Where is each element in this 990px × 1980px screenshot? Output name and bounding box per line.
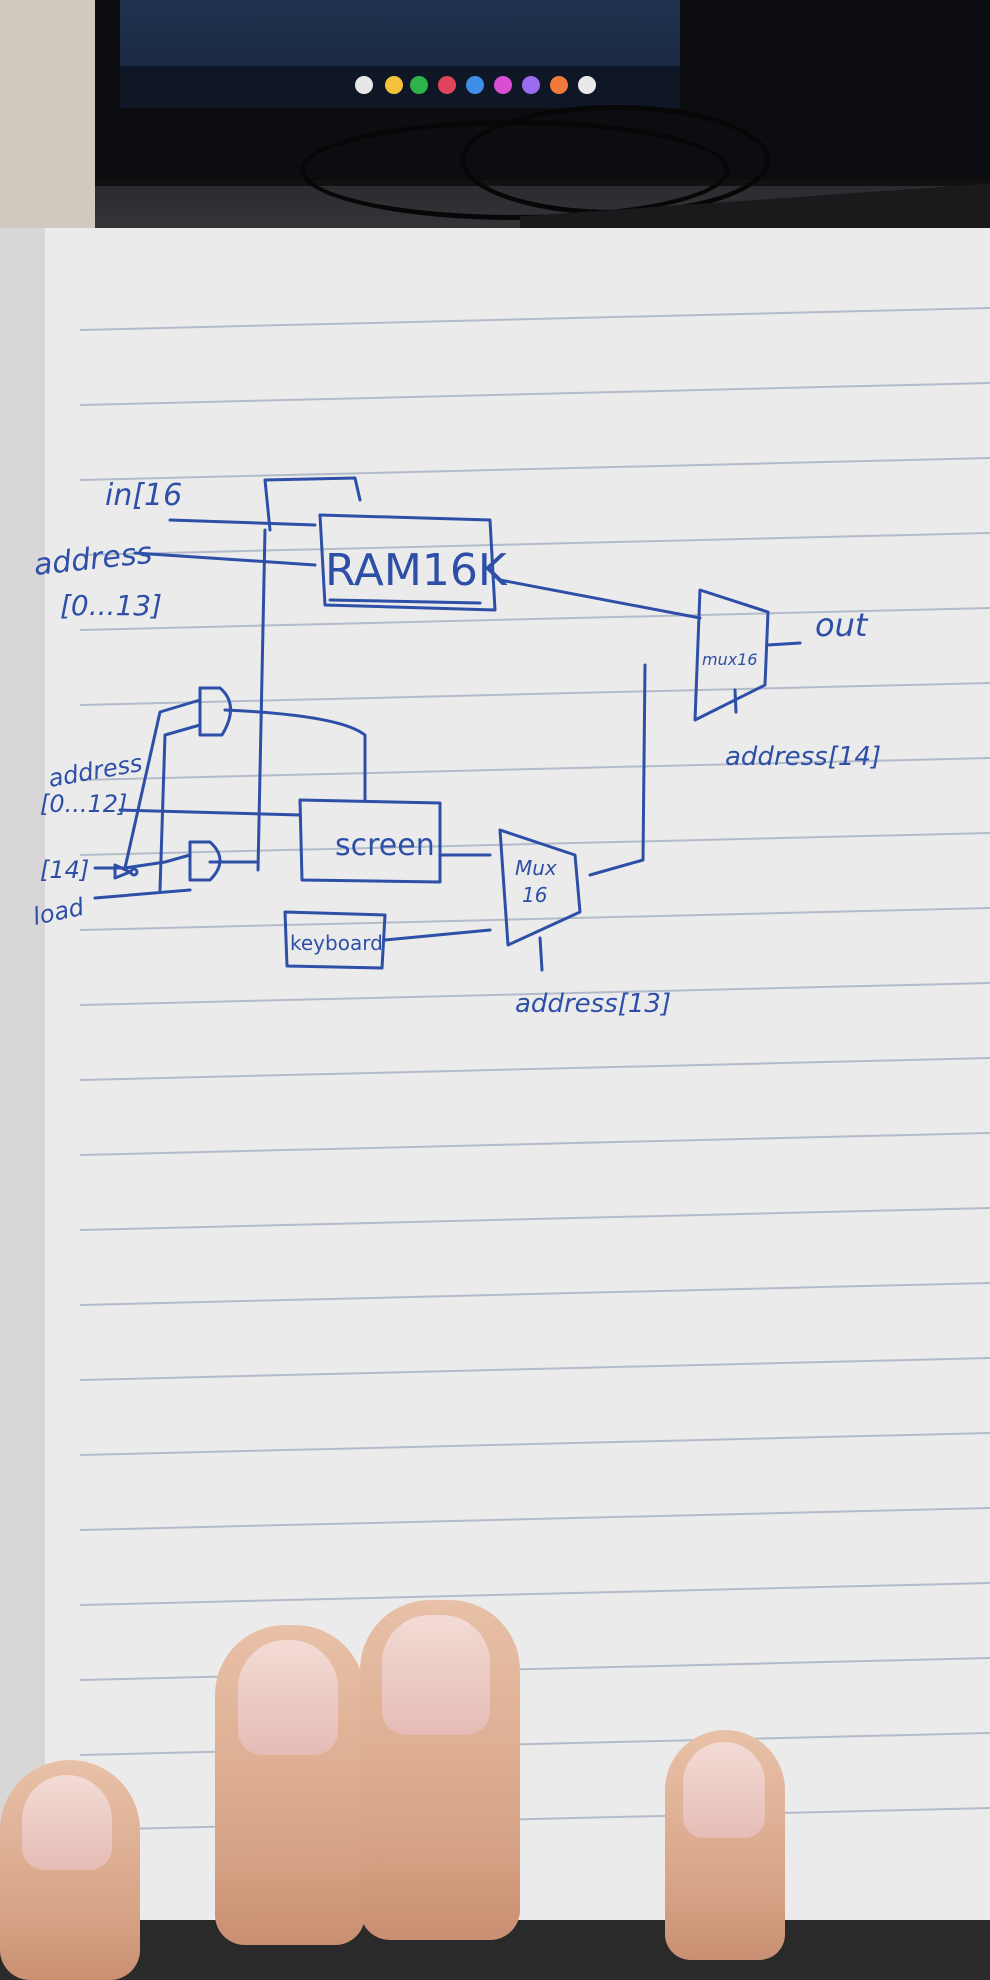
label-address-13: address[13] — [515, 989, 671, 1019]
fingernail — [683, 1742, 765, 1838]
label-ram16k: RAM16K — [325, 545, 508, 596]
wire-ram-load-vertical — [256, 528, 267, 872]
mux16-top-block — [693, 588, 770, 722]
taskbar-app-icon — [522, 76, 540, 94]
label-out: out — [815, 606, 869, 644]
wall — [0, 0, 95, 260]
label-address-14: address[14] — [725, 742, 881, 772]
wire-address-left — [118, 808, 302, 817]
screen-block — [298, 798, 442, 884]
taskbar-app-icon — [578, 76, 596, 94]
wire-and-top-in2 — [158, 723, 202, 892]
wire-keyboard-out — [383, 928, 492, 942]
notebook-spine — [0, 228, 45, 1920]
keyboard-block — [283, 910, 387, 970]
wire-load — [93, 888, 192, 900]
ruled-lines — [79, 307, 990, 1831]
fingernail — [238, 1640, 338, 1755]
wire-address-top — [133, 551, 317, 567]
not-gate — [113, 863, 132, 880]
label-mux-right: mux16 — [702, 650, 758, 669]
not-bubble — [129, 867, 139, 877]
wire-ram-load — [263, 476, 362, 532]
wire-and-top-screen — [223, 708, 367, 802]
wire-mux-select — [733, 688, 738, 714]
taskbar-app-icon — [550, 76, 568, 94]
taskbar-app-icon — [385, 76, 403, 94]
fingernail — [382, 1615, 490, 1735]
label-in: in[16 — [105, 478, 182, 513]
taskbar-app-icon — [438, 76, 456, 94]
wire-mux-bottom-out — [588, 663, 647, 877]
label-mux-bottom: Mux — [515, 856, 557, 880]
label-load: load — [30, 893, 87, 931]
label-bit14: [14] — [40, 856, 89, 884]
wire-out — [766, 641, 802, 647]
label-screen: screen — [335, 828, 435, 863]
wire-mux-bottom-select — [538, 936, 544, 972]
taskbar-app-icon — [494, 76, 512, 94]
ram16k-block — [318, 513, 497, 612]
label-mux-bottom-width: 16 — [522, 883, 547, 907]
label-keyboard: keyboard — [290, 931, 383, 955]
wire-in — [168, 518, 317, 527]
label-address-top-range: [0...13] — [60, 589, 162, 622]
wire-bit14 — [93, 853, 192, 870]
fingernail — [22, 1775, 112, 1870]
taskbar-app-icon — [410, 76, 428, 94]
label-address-top: address — [32, 536, 154, 583]
mux16-bottom-block — [498, 828, 582, 947]
label-address-left: address — [46, 749, 144, 793]
wire-ram-out — [498, 578, 702, 620]
taskbar-app-icon — [355, 76, 373, 94]
taskbar-app-icon — [466, 76, 484, 94]
memory-diagram: in[16 address [0...13] RAM16K out addres… — [30, 476, 881, 1019]
wire-and-top-in — [123, 698, 202, 870]
label-address-left-range: [0...12] — [40, 790, 127, 818]
